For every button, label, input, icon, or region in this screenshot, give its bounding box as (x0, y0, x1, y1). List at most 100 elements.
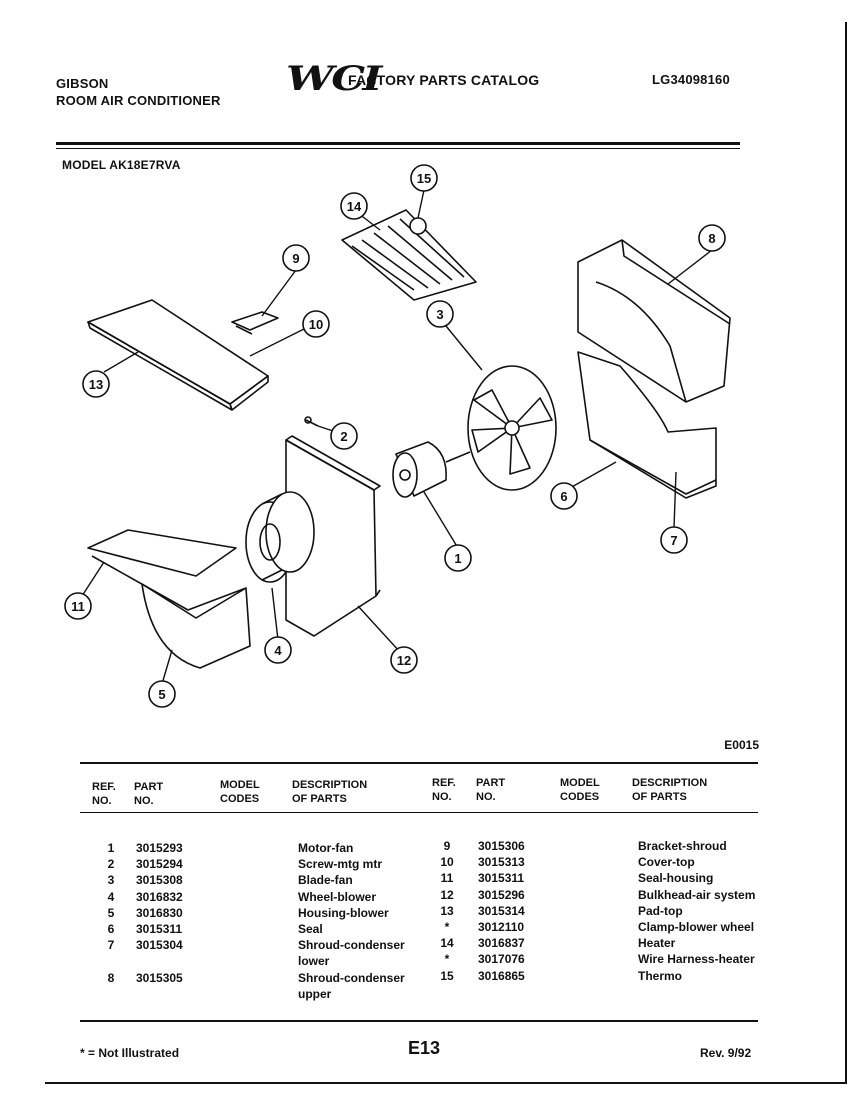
table-row-part: 3015293 (136, 841, 183, 855)
callout-14 (340, 192, 368, 220)
table-row-part: 3015306 (478, 839, 525, 853)
col-model-right: MODEL CODES (560, 777, 600, 803)
callout-label-11: 11 (71, 599, 85, 614)
callout-label-6: 6 (560, 489, 567, 504)
col-model-left: MODEL CODES (220, 779, 260, 805)
blower-housing-part (87, 529, 251, 669)
table-row-ref: 3 (107, 873, 115, 888)
table-row-part: 3015308 (136, 873, 183, 888)
lower-shroud-part (577, 351, 717, 499)
revision-date: Rev. 9/92 (700, 1046, 752, 1060)
table-row-desc: upper (298, 986, 332, 1001)
callout-label-14: 14 (347, 199, 362, 214)
table-row-part: 3016865 (478, 968, 525, 983)
table-row-part: 3016832 (136, 889, 183, 904)
callout-2 (330, 422, 358, 450)
fan-motor-part (392, 441, 471, 498)
col-part-left: PART NO. (134, 781, 164, 807)
exploded-parts-diagram: 1 2 3 4 5 6 7 8 9 10 11 12 13 14 15 (64, 164, 731, 708)
heater-part (341, 209, 477, 301)
table-row-part: 3015305 (136, 970, 183, 985)
table-row-ref: 10 (440, 855, 454, 870)
callout-label-8: 8 (708, 231, 715, 246)
table-row-part: 3015314 (478, 903, 525, 918)
wci-logo: WCI (286, 59, 382, 99)
callout-11 (64, 592, 92, 620)
callout-label-7: 7 (670, 533, 677, 548)
right-ref-column: 9 10 11 12 13 * 14 * 15 (438, 838, 456, 984)
callout-label-3: 3 (436, 307, 443, 322)
table-row-ref: 15 (440, 968, 454, 983)
table-row-part: 3015313 (478, 855, 525, 870)
table-row-ref: * (444, 919, 450, 934)
table-row-ref: 7 (107, 938, 115, 953)
table-row-ref: * (444, 952, 450, 967)
table-row-desc: Pad-top (638, 903, 683, 918)
table-row-ref: 13 (440, 903, 454, 918)
table-row-desc: Wheel-blower (298, 889, 377, 904)
table-row-desc: Shroud-condenser (298, 938, 405, 953)
table-row-part: 3015311 (136, 921, 183, 936)
callout-label-10: 10 (309, 317, 323, 332)
table-row-ref: 11 (440, 871, 454, 886)
table-row-desc: Heater (638, 936, 676, 951)
fan-blade-part (467, 365, 557, 491)
screw-part (304, 416, 319, 427)
not-illustrated-note: * = Not Illustrated (80, 1046, 180, 1060)
col-desc-left: DESCRIPTION OF PARTS (292, 779, 368, 805)
left-desc-column: Motor-fan Screw-mtg mtr Blade-fan Wheel-… (298, 840, 405, 1002)
right-desc-column: Bracket-shroud Cover-top Seal-housing Bu… (638, 838, 755, 984)
table-bottom-rule (80, 1020, 758, 1022)
table-row-ref: 4 (107, 889, 115, 904)
table-row-part (136, 953, 183, 969)
callout-3 (426, 300, 454, 328)
table-row-desc: Seal (298, 921, 323, 936)
table-row-ref: 9 (443, 839, 451, 853)
callout-label-9: 9 (292, 251, 299, 266)
table-row-part (136, 986, 183, 1002)
col-desc-right: DESCRIPTION OF PARTS (632, 777, 708, 803)
table-row-ref: 1 (107, 841, 115, 855)
col-ref-right: REF. NO. (432, 777, 456, 803)
table-row-ref: 5 (107, 905, 115, 920)
table-row-desc: Bracket-shroud (638, 839, 727, 853)
left-part-column: 3015293 3015294 3015308 3016832 3016830 … (136, 840, 183, 1002)
callout-6 (550, 482, 578, 510)
table-row-part: 3015304 (136, 938, 183, 953)
table-row-ref (104, 953, 118, 969)
table-row-ref: 8 (107, 970, 115, 985)
table-row-desc: Bulkhead-air system (638, 887, 756, 902)
model-number: MODEL AK18E7RVA (62, 158, 181, 172)
callout-10 (302, 310, 330, 338)
callout-9 (282, 244, 310, 272)
diagram-code: E0015 (724, 738, 759, 752)
table-row-desc: lower (298, 954, 330, 969)
callout-label-5: 5 (158, 687, 165, 702)
table-top-rule (80, 762, 758, 764)
callout-label-4: 4 (274, 643, 282, 658)
table-row-desc: Wire Harness-heater (638, 952, 755, 967)
header-rule-thin (56, 148, 740, 149)
table-row-part: 3016830 (136, 905, 183, 920)
page-frame (45, 22, 847, 1084)
col-part-right: PART NO. (476, 777, 506, 803)
bracket-shroud-part (231, 311, 279, 335)
table-row-desc: Thermo (638, 968, 683, 983)
table-row-ref: 2 (107, 857, 115, 872)
page-number: E13 (408, 1038, 441, 1058)
catalog-title: FACTORY PARTS CATALOG (348, 72, 540, 88)
table-row-part: 3017076 (478, 952, 525, 967)
col-ref-left: REF. NO. (92, 781, 116, 807)
table-row-part: 3015294 (136, 857, 183, 872)
table-row-part: 3016837 (478, 936, 525, 951)
right-part-column: 3015306 3015313 3015311 3015296 3015314 … (478, 838, 525, 984)
table-header-rule (80, 812, 758, 813)
table-row-desc: Seal-housing (638, 871, 714, 886)
callout-12 (390, 646, 418, 674)
left-ref-column: 1 2 3 4 5 6 7 8 (104, 840, 118, 1002)
upper-shroud-part (577, 239, 731, 403)
table-row-ref: 12 (440, 887, 454, 902)
table-row-desc: Blade-fan (298, 873, 353, 888)
table-row-desc: Cover-top (638, 855, 695, 870)
callout-4 (264, 636, 292, 664)
